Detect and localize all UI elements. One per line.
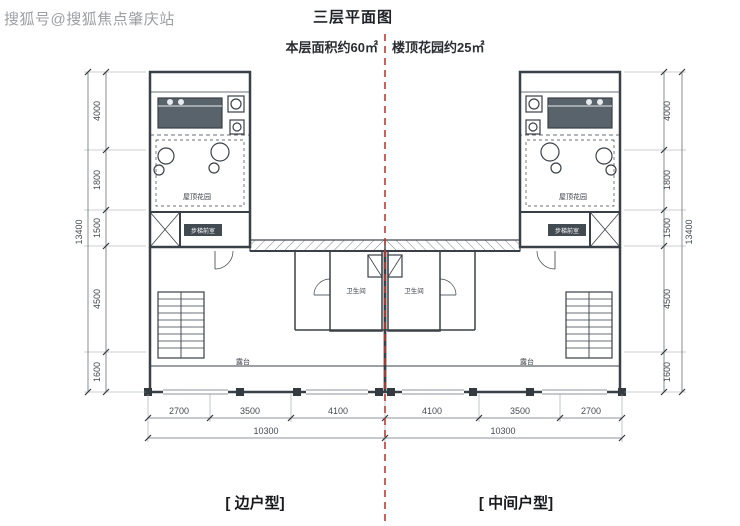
watermark: 搜狐号@搜狐焦点肇庆站 (4, 11, 175, 28)
dim-left-total: 13400 (74, 219, 84, 244)
dim-bottom-total-right: 10300 (490, 426, 515, 436)
dimension-labels: 4000 1800 1500 4500 1600 13400 4000 1800… (74, 101, 694, 436)
dim-right-3: 1500 (662, 218, 672, 238)
dimension-ticks (84, 68, 686, 442)
subtitle-roof-garden: 楼顶花园约25㎡ (392, 40, 485, 55)
roof-garden-label-left: 屋顶花园 (183, 192, 211, 201)
dim-right-4: 4500 (662, 289, 672, 309)
stair-lobby-label-right: 步梯前室 (555, 227, 579, 235)
dim-left-3: 1500 (92, 218, 102, 238)
dim-bottom-2: 3500 (240, 406, 260, 416)
dim-left-1: 4000 (92, 101, 102, 121)
terrace-label-left: 露台 (236, 357, 250, 366)
terrace-label-right: 露台 (520, 357, 534, 366)
subtitle-floor-area: 本层面积约60㎡ (285, 40, 378, 55)
dim-bottom-6: 2700 (581, 406, 601, 416)
extension-lines (84, 71, 686, 442)
dim-bottom-3: 4100 (328, 406, 348, 416)
dim-left-2: 1800 (92, 170, 102, 190)
dim-right-2: 1800 (662, 170, 672, 190)
page-title: 三层平面图 (312, 9, 393, 26)
dim-right-1: 4000 (662, 101, 672, 121)
bathroom-label-left: 卫生间 (346, 286, 366, 295)
roof-garden-label-right: 屋顶花园 (559, 192, 587, 201)
unit-type-label-middle: [ 中间户型] (478, 495, 554, 512)
stair-lobby-label-left: 步梯前室 (191, 227, 215, 235)
dim-left-4: 4500 (92, 289, 102, 309)
left-unit-plan (142, 70, 387, 398)
dim-bottom-total-left: 10300 (253, 426, 278, 436)
dim-bottom-4: 4100 (422, 406, 442, 416)
dim-right-total: 13400 (684, 219, 694, 244)
bathroom-label-right: 卫生间 (404, 286, 424, 295)
right-unit-plan (383, 70, 628, 398)
dim-left-5: 1600 (92, 362, 102, 382)
dim-bottom-1: 2700 (169, 406, 189, 416)
unit-type-label-edge: [ 边户型] (225, 495, 285, 512)
dim-bottom-5: 3500 (510, 406, 530, 416)
room-labels: 屋顶花园 屋顶花园 步梯前室 步梯前室 卫生间 卫生间 露台 露台 (183, 192, 587, 366)
dim-right-5: 1600 (662, 362, 672, 382)
